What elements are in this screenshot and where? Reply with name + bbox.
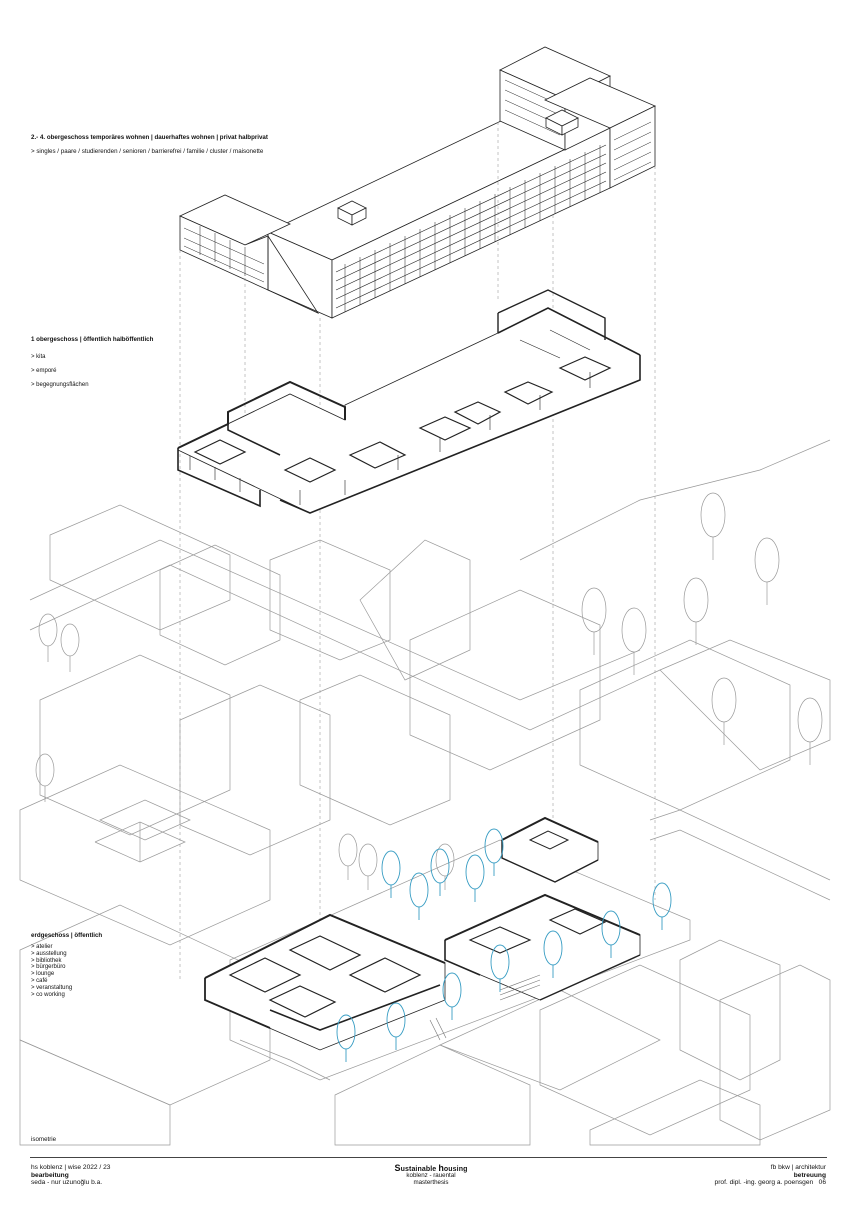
list-item: > atelier: [31, 944, 53, 950]
list-item: > lounge: [31, 971, 55, 978]
list-item: > ausstellung: [31, 950, 67, 957]
brand-title: Sustainable housing: [386, 1163, 476, 1174]
brand-thesis: masterthesis: [413, 1178, 449, 1186]
footer-department: fb bkw | architektur: [770, 1164, 826, 1171]
brand-word-1: ustainable: [400, 1166, 439, 1173]
ground-floor-plan: [204, 816, 641, 1051]
project-brand: Sustainable housing koblenz - rauental m…: [386, 1163, 476, 1186]
ground-floor-legend: erdgeschoss | öffentlich > atelier > aus…: [31, 931, 102, 998]
list-item: > bürgerbüro: [31, 964, 66, 971]
first-floor-title: 1 obergeschoss | öffentlich halböffentli…: [31, 336, 154, 343]
upper-floors-title: 2.- 4. obergeschoss temporäres wohnen | …: [31, 134, 268, 141]
footer-supervisor: prof. dipl. -ing. georg a. poensgen: [714, 1179, 814, 1187]
list-item: > co working: [31, 991, 65, 998]
page-number: 06: [818, 1179, 826, 1187]
footer-divider: [30, 1157, 827, 1158]
list-item: > begegnungsflächen: [31, 382, 89, 388]
brand-initial-s: S: [394, 1163, 401, 1173]
list-item: > bibliothek: [31, 957, 62, 964]
upper-floors-users: > singles / paare / studierenden / senio…: [31, 148, 264, 155]
footer-left: hs koblenz | wise 2022 / 23 bearbeitung …: [31, 1164, 110, 1187]
footer-bearbeitung-label: bearbeitung: [31, 1171, 69, 1179]
footer-school: hs koblenz | wise 2022 / 23: [31, 1164, 111, 1171]
drawing-caption: isometrie: [31, 1136, 57, 1143]
urban-context: [19, 439, 831, 1146]
footer-betreuung-label: betreuung: [793, 1171, 826, 1179]
brand-location: koblenz - rauental: [406, 1172, 456, 1180]
first-floor-legend: 1 obergeschoss | öffentlich halböffentli…: [31, 335, 153, 392]
footer-author: seda - nur uzunoğlu b.a.: [31, 1179, 103, 1187]
brand-word-2: ousing: [443, 1166, 468, 1173]
list-item: > emporé: [31, 368, 57, 374]
context-trees: [35, 492, 823, 890]
list-item: > kita: [31, 354, 46, 360]
list-item: > café: [31, 977, 48, 984]
brand-initial-h: h: [438, 1163, 444, 1173]
footer-right: fb bkw | architektur betreuung prof. dip…: [715, 1164, 826, 1187]
footer-supervisor-row: prof. dipl. -ing. georg a. poensgen 06: [715, 1179, 826, 1187]
first-floor-plan: [177, 289, 641, 514]
ground-floor-title: erdgeschoss | öffentlich: [31, 932, 103, 939]
list-item: > veranstaltung: [31, 984, 73, 991]
upper-floors-building: [179, 46, 656, 319]
upper-floors-legend: 2.- 4. obergeschoss temporäres wohnen | …: [31, 133, 268, 156]
site-trees: [336, 828, 672, 1062]
